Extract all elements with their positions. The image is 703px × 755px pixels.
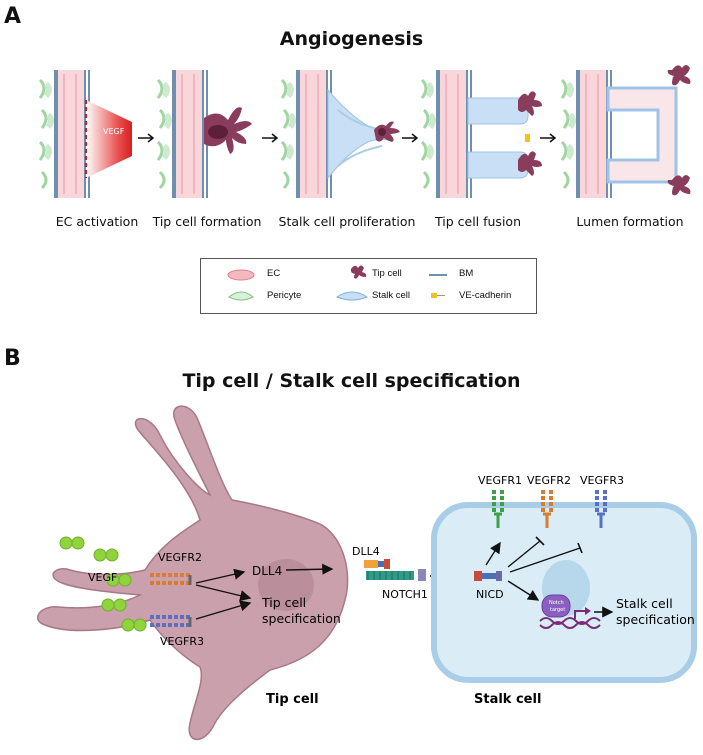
vegfr3-receptor-stalk [595, 490, 607, 528]
tip-stalk-diagram: VEGF VEGFR2 VEGFR3 DLL4 Tip cell specifi… [37, 405, 697, 741]
legend-tip-cell-label: Tip cell [372, 268, 402, 279]
stage-label-lumen-formation: Lumen formation [576, 214, 684, 229]
inhibit-vegfr2-bar [535, 536, 545, 546]
vegfr1-receptor-stalk [492, 490, 504, 528]
legend-tip-cell-icon [350, 265, 367, 279]
arrow-dll4-to-membrane [285, 563, 334, 575]
inhibit-vegfr3-bar [577, 542, 583, 554]
stage-label-tip-cell-fusion: Tip cell fusion [435, 214, 521, 229]
stalk-spec-line2: specification [616, 612, 695, 627]
notch1-receptor [366, 569, 426, 581]
notch-target-line1: Notch [549, 600, 564, 606]
notch-target-line2: target [550, 607, 565, 613]
legend-bm-label: BM [459, 268, 474, 279]
arrow-nicd-to-notch-target [507, 580, 540, 601]
vegfr3-tip-label: VEGFR3 [160, 635, 204, 648]
stage-label-ec-activation: EC activation [55, 214, 139, 229]
vegf-particles [59, 536, 147, 632]
stage-label-stalk-cell-proliferation: Stalk cell proliferation [278, 214, 416, 229]
nicd-fragment [474, 571, 502, 581]
legend-ve-cadherin-label: VE-cadherin [459, 290, 512, 301]
legend-stalk-cell-icon [335, 291, 369, 301]
panel-a-letter: A [4, 4, 22, 29]
tip-spec-line2: specification [262, 611, 341, 626]
panel-a-title: Angiogenesis [279, 28, 424, 50]
arrow-2-head [271, 133, 279, 143]
vegfr2-receptor-stalk [541, 490, 553, 528]
tip-cell-nucleus [258, 559, 314, 611]
stage-tip-cell-fusion [422, 70, 542, 198]
legend-box: EC Pericyte Tip cell Stalk cell BM VE-ca… [200, 258, 537, 314]
vegfr2-receptor-tip [150, 573, 192, 585]
stalk-cell-caption: Stalk cell [474, 692, 541, 707]
legend-ec-label: EC [267, 268, 281, 279]
tip-cell-caption: Tip cell [266, 692, 319, 707]
arrow-4-head [549, 133, 557, 143]
arrow-vegfr3-to-tip-spec [195, 600, 252, 620]
stage-stalk-cell-proliferation [282, 70, 400, 198]
inhibit-vegfr2 [507, 540, 541, 568]
legend-pericyte-icon [228, 291, 254, 301]
legend-pericyte-label: Pericyte [267, 290, 302, 301]
angiogenesis-stages: VEGF [0, 65, 691, 210]
notch-target-gene [539, 594, 601, 629]
legend-ec-icon [227, 269, 255, 281]
legend-icons [227, 265, 447, 301]
arrow-3-head [411, 133, 419, 143]
vegfr3-stalk-label: VEGFR3 [580, 474, 624, 487]
stage-lumen-formation [562, 65, 691, 198]
tip-spec-line1: Tip cell [261, 595, 306, 610]
vegfr2-tip-label: VEGFR2 [158, 551, 202, 564]
vegfr3-receptor-tip [150, 615, 192, 627]
dll4-ligand [364, 559, 390, 569]
dll4-junction-label: DLL4 [352, 545, 380, 558]
panel-b-title: Tip cell / Stalk cell specification [182, 370, 521, 392]
stage-ec-activation: VEGF [40, 70, 132, 198]
arrow-vegfr2-to-dll4 [195, 568, 246, 584]
stage-tip-cell-formation [158, 70, 252, 198]
vegf-label: VEGF [88, 571, 117, 584]
vegf-gradient-label: VEGF [103, 127, 125, 136]
arrow-nicd-to-vegfr1 [485, 541, 501, 566]
stage-label-tip-cell-formation: Tip cell formation [152, 214, 262, 229]
nicd-label: NICD [476, 588, 504, 601]
arrow-1-head [147, 133, 155, 143]
legend-ve-cadherin-icon [431, 293, 437, 298]
dll4-tip-label: DLL4 [252, 564, 282, 578]
stalk-spec-line1: Stalk cell [616, 596, 673, 611]
inhibit-vegfr3 [509, 547, 581, 573]
vegfr1-stalk-label: VEGFR1 [478, 474, 522, 487]
vegfr2-stalk-label: VEGFR2 [527, 474, 571, 487]
panel-b-letter: B [4, 346, 21, 371]
tip-cell-body [37, 405, 349, 741]
legend-stalk-cell-label: Stalk cell [372, 290, 411, 301]
arrow-vegfr2-to-tip-spec [195, 584, 252, 602]
notch1-label: NOTCH1 [382, 588, 428, 601]
